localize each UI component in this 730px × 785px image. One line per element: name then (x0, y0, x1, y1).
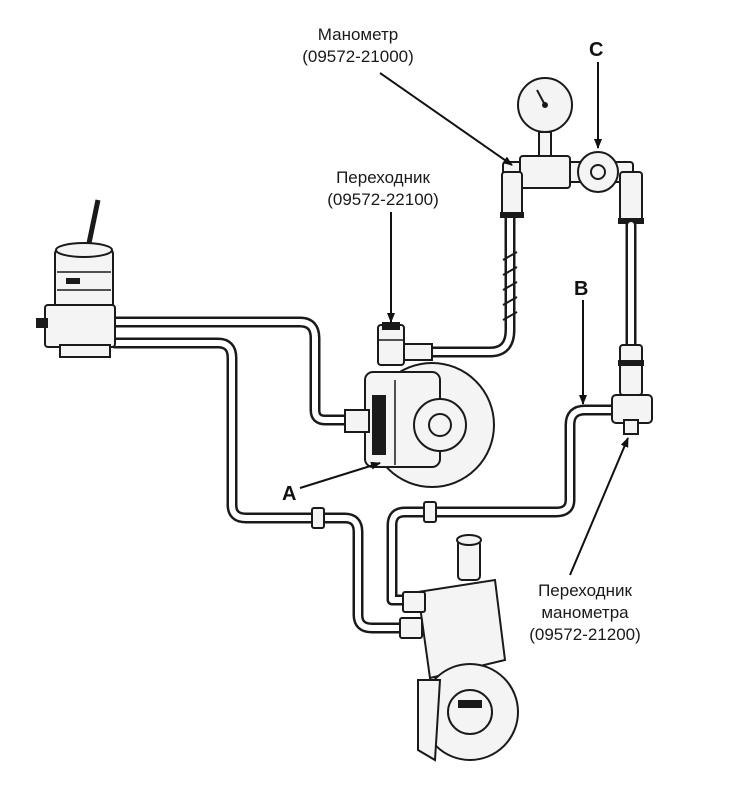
adapter-label-code: (09572-22100) (327, 190, 439, 209)
letter-b: B (574, 278, 588, 300)
gauge-label-code: (09572-21000) (302, 47, 414, 66)
pump-outlet-hose (399, 199, 516, 358)
pump-adapter (377, 322, 433, 366)
power-steering-pump (344, 362, 495, 488)
hoses (109, 199, 626, 634)
gauge-adapter-label-line2: манометра (541, 603, 629, 622)
letter-a: A (282, 483, 296, 505)
pressure-gauge-assembly (500, 77, 644, 224)
gauge-adapter-label-line1: Переходник (538, 581, 632, 600)
reservoir (36, 199, 116, 358)
gauge-adapter-tee (611, 394, 653, 424)
steering-gear (399, 534, 519, 762)
hose-hatching (502, 251, 518, 321)
gauge-adapter-label-code: (09572-21200) (529, 625, 641, 644)
adapter-label-name: Переходник (336, 168, 430, 187)
letter-c: C (589, 39, 603, 61)
gauge-label-name: Манометр (318, 25, 398, 44)
valve-to-tee-hose (611, 219, 653, 435)
leader-arrows (299, 62, 629, 576)
